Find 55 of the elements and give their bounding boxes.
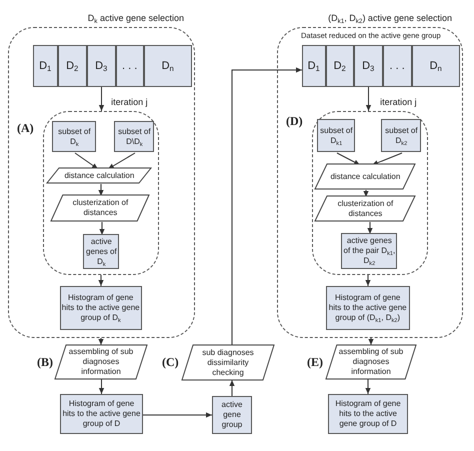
dataset-cell: D$_{3}$ [354,44,383,87]
arrow [99,222,105,236]
process-box: subset of D$_{k1}$ [317,119,356,152]
group-heading: iteration j [109,96,150,107]
arrow [108,152,136,170]
panel-letter: (C) [162,355,179,370]
dataset-cell: D$_{n}$ [412,44,460,87]
panel-letter: (E) [307,355,323,370]
arrow [372,152,402,166]
process-box: Histogram of gene hits to the active gene group of D [328,394,408,434]
data-parallelogram: sub diagnoses dissimilarity checking [182,345,274,380]
process-box: subset of D$_{k2}$ [381,119,422,152]
data-parallelogram: clusterization of distances [315,196,416,222]
process-box: active genes of the pair D$_{k1}$, D$_{k2}$ [341,233,398,270]
arrow [74,152,98,170]
dataset-cell: D$_{1}$ [302,44,326,87]
dataset-cell: D$_{n}$ [144,44,192,87]
process-box: subset of D\D$_{k}$ [114,121,154,152]
dataset-cell: D$_{1}$ [32,44,58,87]
process-box: active genes of D$_{k}$ [83,234,120,270]
arrow [365,274,371,286]
dataset-cell: D$_{2}$ [326,44,354,87]
arrow [363,190,369,198]
arrow [366,86,372,112]
data-parallelogram: clusterization of distances [51,195,150,222]
process-box: subset of D$_{k}$ [52,121,96,152]
panel-letter: (A) [17,121,34,136]
panel-letter: (D) [286,114,303,129]
dataset-cell: D$_{2}$ [58,44,87,87]
arrow [336,152,360,166]
arrow [229,380,235,396]
process-box: Histogram of gene hits to the active gene group of (D$_{k1}$, D$_{k2}$) [326,286,410,330]
group-heading: iteration j [378,96,419,107]
data-parallelogram: distance calculation [47,168,152,184]
arrow [367,222,373,234]
arrow [142,412,212,418]
dataset-cell: . . . [382,44,412,87]
group-heading: (D$_{k1}$, D$_{k2}$) active gene selection [326,13,454,23]
arrow [365,378,371,394]
dataset-cell: . . . [116,44,144,87]
arrow [98,86,104,112]
data-parallelogram: assembling of sub diagnoses information [55,345,147,379]
process-box: Histogram of gene hits to the active gene group of D$_{k}$ [60,286,142,330]
process-box: active gene group [212,396,252,434]
data-parallelogram: assembling of sub diagnoses information [326,345,416,379]
panel-letter: (B) [37,355,53,370]
arrow [98,338,104,346]
dataset-cell: D$_{3}$ [86,44,116,87]
group-heading: D$_{k}$ active gene selection [86,13,186,23]
arrow [368,338,374,346]
arrow [98,378,104,394]
arrow [232,67,302,346]
data-parallelogram: distance calculation [315,164,416,190]
process-box: Histogram of gene hits to the active gene group of D [60,394,143,434]
arrow [98,274,104,286]
